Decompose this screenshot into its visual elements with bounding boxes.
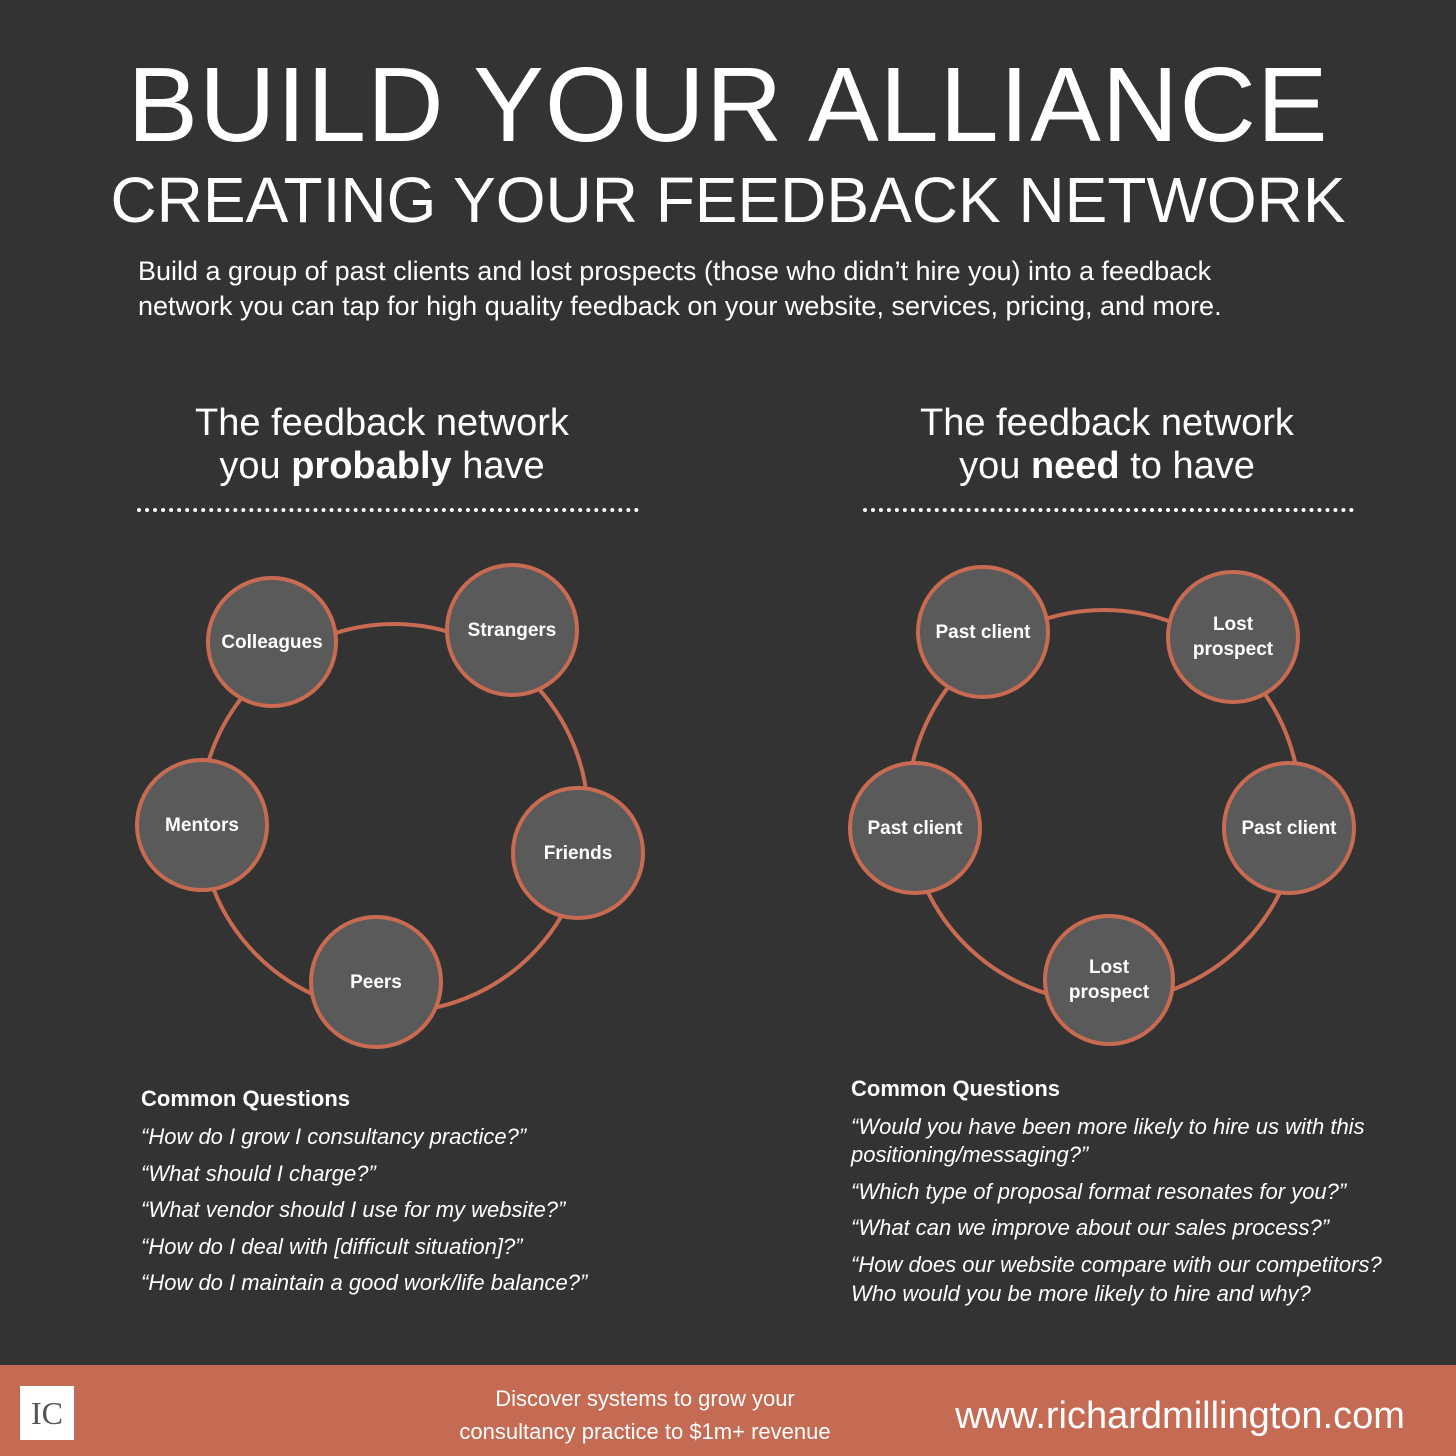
right-question-4a: “How does our website compare with our c…	[851, 1252, 1382, 1277]
left-column-heading: The feedback network you probably have	[122, 402, 642, 488]
right-heading-line-2: you need to have	[847, 445, 1367, 488]
node-lost-prospect-top: Lost prospect	[1166, 570, 1300, 704]
footer-website-link[interactable]: www.richardmillington.com	[955, 1395, 1405, 1437]
left-questions-title: Common Questions	[141, 1086, 351, 1111]
node-strangers: Strangers	[445, 563, 579, 697]
left-question-5: “How do I maintain a good work/life bala…	[141, 1270, 588, 1295]
node-peers: Peers	[309, 915, 443, 1049]
ic-logo: IC	[20, 1386, 74, 1440]
left-question-4: “How do I deal with [difficult situation…	[141, 1234, 523, 1259]
right-dotted-divider	[863, 508, 1354, 512]
left-heading-line-2: you probably have	[122, 445, 642, 488]
node-past-client-right: Past client	[1222, 761, 1356, 895]
left-dotted-divider	[137, 508, 639, 512]
left-heading-post: have	[451, 445, 545, 487]
left-heading-emphasis: probably	[291, 445, 452, 487]
node-lost-prospect-bottom: Lost prospect	[1043, 914, 1175, 1046]
node-mentors: Mentors	[135, 758, 269, 892]
right-question-3: “What can we improve about our sales pro…	[851, 1215, 1330, 1240]
page-subtitle: CREATING YOUR FEEDBACK NETWORK	[110, 164, 1346, 236]
left-question-2: “What should I charge?”	[141, 1161, 376, 1186]
intro-line-1: Build a group of past clients and lost p…	[138, 256, 1212, 286]
node-past-client-left: Past client	[848, 761, 982, 895]
right-questions-title: Common Questions	[851, 1076, 1061, 1101]
right-column-heading: The feedback network you need to have	[847, 402, 1367, 488]
node-friends: Friends	[511, 786, 645, 920]
footer-tagline-line-1: Discover systems to grow your	[495, 1386, 795, 1411]
right-question-1a: “Would you have been more likely to hire…	[851, 1114, 1365, 1139]
right-heading-emphasis: need	[1030, 445, 1120, 487]
footer-bar	[0, 1365, 1456, 1456]
right-question-1b: positioning/messaging?”	[851, 1142, 1089, 1167]
left-question-3: “What vendor should I use for my website…	[141, 1197, 566, 1222]
footer-tagline: Discover systems to grow your consultanc…	[400, 1382, 890, 1448]
page-title: BUILD YOUR ALLIANCE	[127, 46, 1329, 164]
right-heading-line-1: The feedback network	[920, 402, 1294, 444]
intro-text: Build a group of past clients and lost p…	[138, 254, 1358, 324]
right-question-2: “Which type of proposal format resonates…	[851, 1179, 1347, 1204]
left-heading-pre: you	[219, 445, 292, 487]
left-question-1: “How do I grow I consultancy practice?”	[141, 1124, 527, 1149]
right-heading-post: to have	[1119, 445, 1255, 487]
node-colleagues: Colleagues	[206, 576, 338, 708]
right-question-4b: Who would you be more likely to hire and…	[851, 1281, 1311, 1306]
node-past-client-top: Past client	[916, 565, 1050, 699]
footer-tagline-line-2: consultancy practice to $1m+ revenue	[459, 1419, 831, 1444]
left-heading-line-1: The feedback network	[195, 402, 569, 444]
right-heading-pre: you	[959, 445, 1031, 487]
intro-line-2: network you can tap for high quality fee…	[138, 291, 1222, 321]
